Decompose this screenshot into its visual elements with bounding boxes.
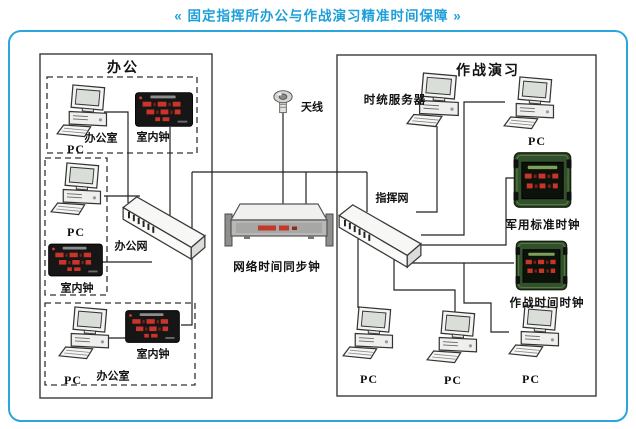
office3-room-label: 办公室 [96,370,130,383]
combat-time-clock-icon [514,240,569,291]
military-clock-label: 军用标准时钟 [505,219,581,232]
time-server-label: 时统服务器 [363,94,427,107]
exercise-bottom-pc1-label: PC [360,372,378,386]
office1-indoor-clock-icon [135,92,193,127]
office-section-label: 办公 [107,59,139,75]
exercise-top-pc-label: PC [528,134,546,148]
combat-clock-label: 作战时间时钟 [509,297,585,310]
office3-pc-label: PC [64,373,82,387]
office1-pc-icon [56,84,108,138]
wire-top-pc [421,101,505,236]
office1-pc-label: PC [67,142,85,156]
devices [48,72,572,364]
office3-pc-icon [58,306,110,360]
wire-military-clock [414,177,514,246]
exercise-bottom-pc2-label: PC [444,373,462,387]
exercise-bottom-pc1-icon [342,306,394,360]
exercise-top-pc-icon [503,76,555,130]
blue-frame [8,30,628,422]
antenna-icon [273,90,293,114]
wire-bottom-pc3 [463,263,509,333]
wire-bus-room3 [181,172,193,326]
command-network-switch-icon [338,203,422,269]
office-section-box [39,53,213,399]
office2-clock-label: 室内钟 [60,282,94,295]
antenna-label: 天线 [301,101,323,114]
exercise-section-box [336,54,597,397]
exercise-bottom-pc2-icon [426,310,478,364]
office2-pc-icon [50,162,102,216]
exercise-section-label: 作战演习 [456,62,520,78]
diagram-title: « 固定指挥所办公与作战演习精准时间保障 » [174,8,462,24]
exercise-bottom-pc3-icon [508,304,560,358]
wire-time-server [416,126,438,213]
office1-clock-label: 室内钟 [136,131,170,144]
office1-room-label: 办公室 [84,132,118,145]
office-room3-box [44,302,196,386]
command-network-label: 指挥网 [375,192,409,205]
sync-clock-label: 网络时间同步钟 [233,261,321,274]
office-room1-box [46,76,198,154]
office-network-label: 办公网 [114,240,148,253]
exercise-bottom-pc3-label: PC [522,372,540,386]
network-time-sync-clock-icon [224,203,334,247]
wire-bottom-pc2 [393,250,456,312]
connection-lines [101,101,514,339]
office3-clock-label: 室内钟 [136,348,170,361]
military-standard-clock-icon [513,152,572,208]
section-boxes [39,53,597,399]
office-room2-box [44,157,108,296]
office3-indoor-clock-icon [125,310,180,343]
office2-pc-label: PC [67,225,85,239]
wire-room1-pc [104,111,129,203]
office2-indoor-clock-icon [48,243,103,277]
